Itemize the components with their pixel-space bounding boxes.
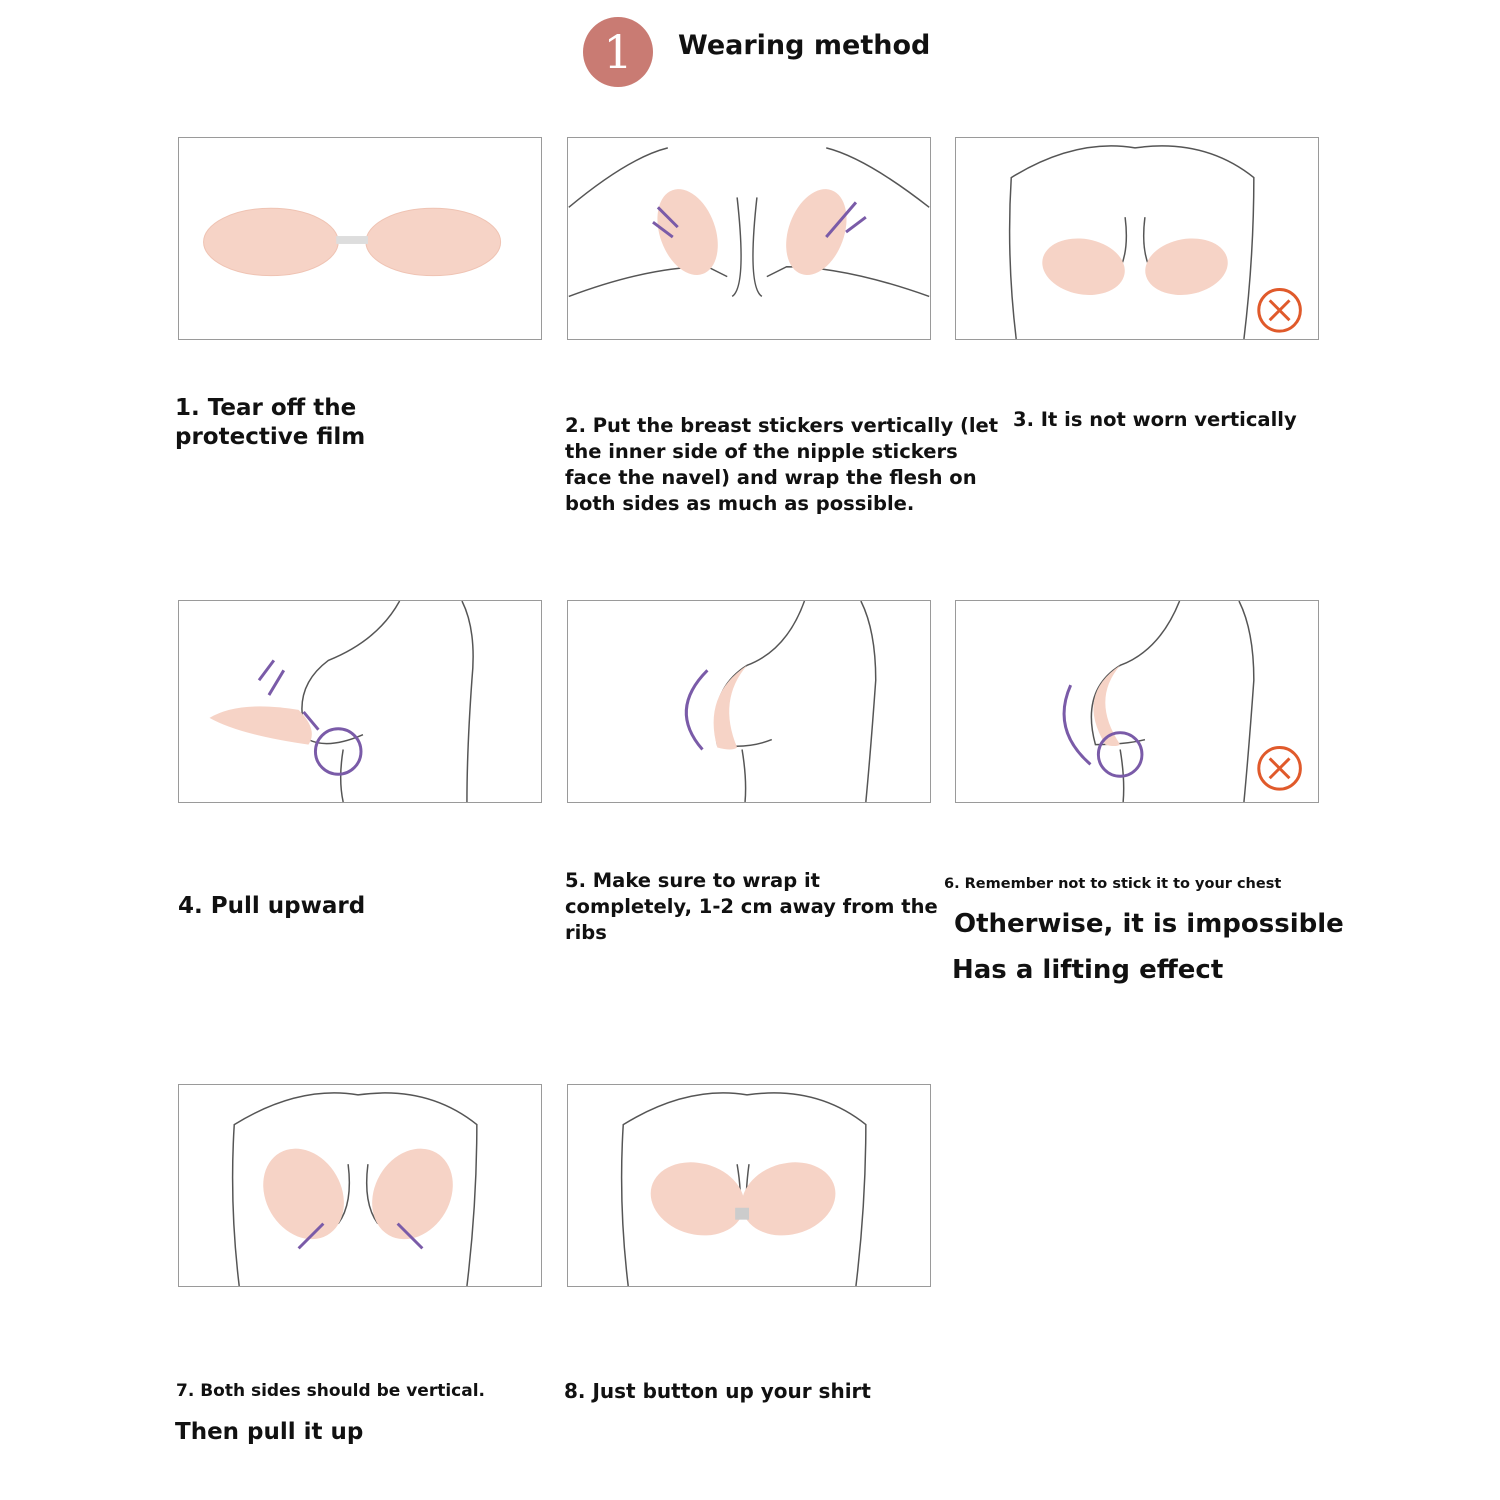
- step-4-illustration: [178, 600, 542, 803]
- step-5-caption: 5. Make sure to wrap it completely, 1-2 …: [565, 869, 938, 944]
- step-4-caption: 4. Pull upward: [178, 893, 366, 919]
- step-6-note-1: Otherwise, it is impossible: [954, 909, 1344, 939]
- step-7-caption: 7. Both sides should be vertical.: [176, 1381, 485, 1401]
- step-number-badge: 1: [583, 17, 653, 87]
- step-6-caption: 6. Remember not to stick it to your ches…: [944, 876, 1282, 892]
- step-3-caption: 3. It is not worn vertically: [1013, 408, 1297, 431]
- step-7-note: Then pull it up: [175, 1419, 364, 1445]
- step-1-caption: 1. Tear off the protective film: [175, 395, 366, 450]
- wrong-x-icon: [1257, 746, 1302, 791]
- step-8-caption: 8. Just button up your shirt: [564, 1379, 871, 1403]
- step-5-illustration: [567, 600, 931, 803]
- page-title: Wearing method: [678, 30, 931, 61]
- step-1-illustration: [178, 137, 542, 340]
- step-2-illustration: [567, 137, 931, 340]
- wrong-x-icon: [1257, 288, 1302, 333]
- step-6-illustration: [955, 600, 1319, 803]
- step-3-illustration: [955, 137, 1319, 340]
- step-8-illustration: [567, 1084, 931, 1287]
- step-7-illustration: [178, 1084, 542, 1287]
- step-6-note-2: Has a lifting effect: [952, 955, 1224, 985]
- step-2-caption: 2. Put the breast stickers vertically (l…: [565, 414, 999, 515]
